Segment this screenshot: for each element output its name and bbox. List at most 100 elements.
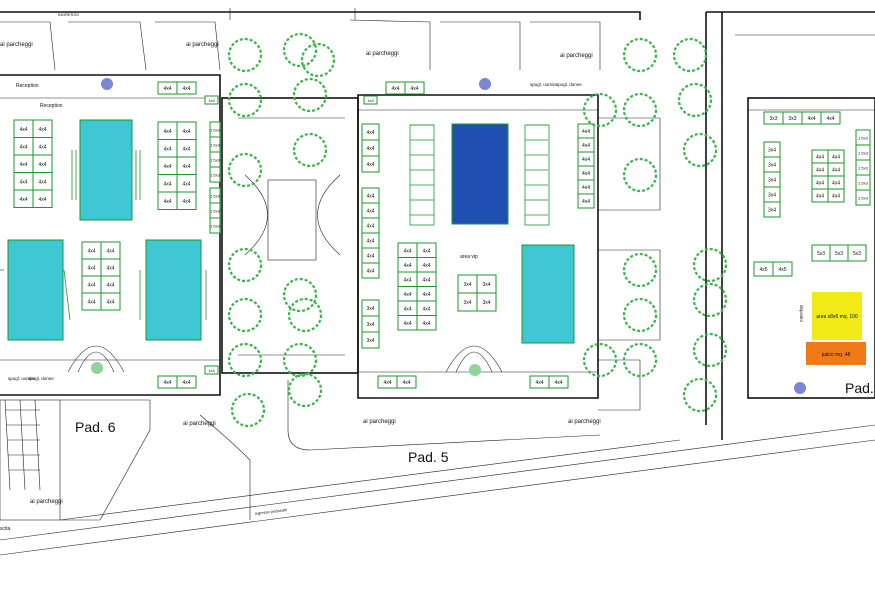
stand: 4x4 [396, 375, 417, 389]
court-pad5-cyan [521, 244, 575, 344]
stand-size-label: 4x4 [106, 283, 114, 289]
stand: 4x4 [361, 123, 380, 141]
stand-size-label: 4x4 [182, 146, 190, 152]
stand: 4x4 [100, 275, 121, 294]
stand-size-label: 4x4 [832, 194, 840, 200]
stand: 4x4 [32, 119, 53, 138]
stand-size-label: 3x4 [366, 338, 374, 344]
stand: 1x4 [363, 95, 378, 105]
area-vip-label: area vip [460, 254, 478, 260]
tree-icon [582, 342, 618, 378]
tree-icon [682, 132, 718, 168]
pad6-building [0, 21, 221, 521]
court-pad6-top [79, 119, 133, 221]
stand: 4x4 [397, 271, 418, 287]
info-marker-pad5 [479, 78, 491, 90]
tree-icon [692, 282, 728, 318]
stand: 4x4 [361, 232, 380, 249]
stand: 3x3 [782, 111, 803, 125]
stand: 1.5x3 [855, 159, 871, 176]
stand-size-label: 4x4 [403, 248, 411, 254]
tree-icon [287, 297, 323, 333]
stand-size-label: 1.5x3 [858, 181, 869, 186]
stand: 4x4 [416, 242, 437, 258]
stand: 4x4 [13, 172, 34, 191]
stand: 4x4 [361, 262, 380, 279]
parking-label-5: ai parcheggi [183, 421, 216, 427]
stand: 4x4 [397, 257, 418, 273]
stand: 4x4 [176, 81, 197, 95]
tree-icon [582, 92, 618, 128]
stand-size-label: 4x4 [106, 249, 114, 255]
stand-size-label: 1.5x3 [210, 143, 221, 148]
court-pad6-right [145, 239, 202, 341]
stand-size-label: 4x4 [366, 162, 374, 168]
reception-label-2: Reception [40, 103, 63, 109]
stand: 4x4 [820, 111, 841, 125]
stand: 1.5x3 [209, 202, 221, 219]
stand: 1.5x3 [209, 217, 221, 234]
stand-size-label: 3x4 [366, 306, 374, 312]
stand-size-label: 4x4 [182, 86, 190, 92]
stand-size-label: 4x4 [403, 321, 411, 327]
info-marker-right [794, 382, 806, 394]
stand: 4x4 [827, 162, 845, 177]
stand: 4x4 [157, 375, 178, 389]
stand-size-label: 4x4 [19, 179, 27, 185]
parking-label-1: ai parcheggi [0, 42, 33, 48]
stand: 4x4 [397, 315, 418, 331]
stand-size-label: 4x4 [182, 199, 190, 205]
stand-size-label: 4x4 [38, 144, 46, 150]
tree-icon [622, 92, 658, 128]
stand-size-label: 4x4 [366, 224, 374, 230]
uscita-label: scita [0, 526, 11, 532]
stand-size-label: 3x4 [768, 208, 776, 214]
stand: 4x4 [577, 165, 595, 181]
stand: 4x4 [811, 162, 829, 177]
stand: 4x4 [577, 179, 595, 195]
stand: 4x4 [577, 137, 595, 153]
stand: 4x4 [176, 156, 197, 175]
tree-icon [227, 297, 263, 333]
stand: 4x4 [32, 154, 53, 173]
tree-icon [227, 342, 263, 378]
tree-icon [622, 37, 658, 73]
stand: 3x4 [763, 186, 781, 203]
tree-icon [287, 372, 323, 408]
stand: 4x4 [811, 175, 829, 190]
stand: 4x4 [801, 111, 822, 125]
stand: 4x4 [404, 81, 425, 95]
stand-size-label: 4x4 [582, 157, 590, 163]
stand-size-label: 4x4 [163, 146, 171, 152]
stand-size-label: 4x4 [87, 249, 95, 255]
stand-size-label: 5x3 [817, 251, 825, 257]
court-pad6-left [7, 239, 64, 341]
stand: 4x4 [157, 81, 178, 95]
tree-icon [282, 277, 318, 313]
stand: 4x4 [176, 139, 197, 158]
parking-label-3: ai parcheggi [366, 51, 399, 57]
stand: 3x4 [457, 292, 478, 312]
stand-size-label: 4x4 [403, 306, 411, 312]
stand-size-label: 3x4 [463, 300, 471, 306]
court-pad5-blue [451, 123, 509, 225]
deposito-label: deposito [799, 305, 804, 323]
pavilion-right-label: Pad. [845, 380, 874, 396]
stand: 3x4 [763, 201, 781, 218]
stand-size-label: 1x4 [208, 98, 215, 103]
tree-icon [622, 157, 658, 193]
stand: 4x4 [416, 286, 437, 302]
stand-size-label: 3x4 [482, 300, 490, 306]
stand: 4x4 [416, 257, 437, 273]
stand: 4x4 [157, 121, 178, 140]
stand: 4x4 [397, 286, 418, 302]
tree-icon [230, 392, 266, 428]
stand: 5x3 [811, 244, 831, 262]
stand-size-label: 4x4 [391, 86, 399, 92]
stand: 4x4 [548, 375, 569, 389]
stand: 4x4 [827, 149, 845, 164]
stand: 4x4 [13, 119, 34, 138]
stand: 4x4 [577, 193, 595, 209]
stand: 3x4 [763, 171, 781, 188]
stand-size-label: 4x4 [422, 277, 430, 283]
